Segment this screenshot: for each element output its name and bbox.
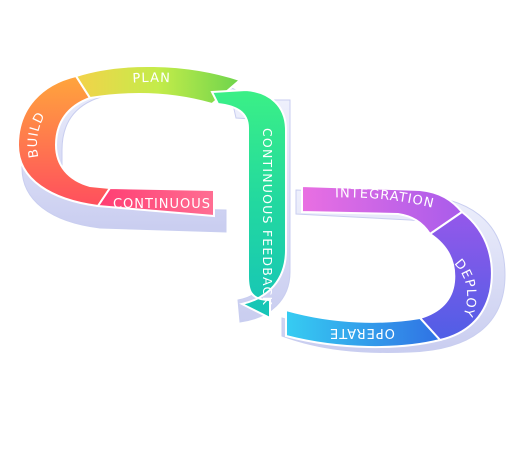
segment-build xyxy=(16,74,112,208)
segment-continuous-feedback xyxy=(210,88,287,320)
label-operate: OPERATE xyxy=(329,325,395,340)
segment-continuous xyxy=(96,186,215,218)
label-continuous-feedback: CONTINUOUS FEEDBACK xyxy=(260,128,275,306)
label-continuous: CONTINUOUS xyxy=(113,197,211,212)
label-plan: PLAN xyxy=(132,71,171,87)
segment-operate xyxy=(285,308,442,349)
segment-plan xyxy=(74,65,243,106)
